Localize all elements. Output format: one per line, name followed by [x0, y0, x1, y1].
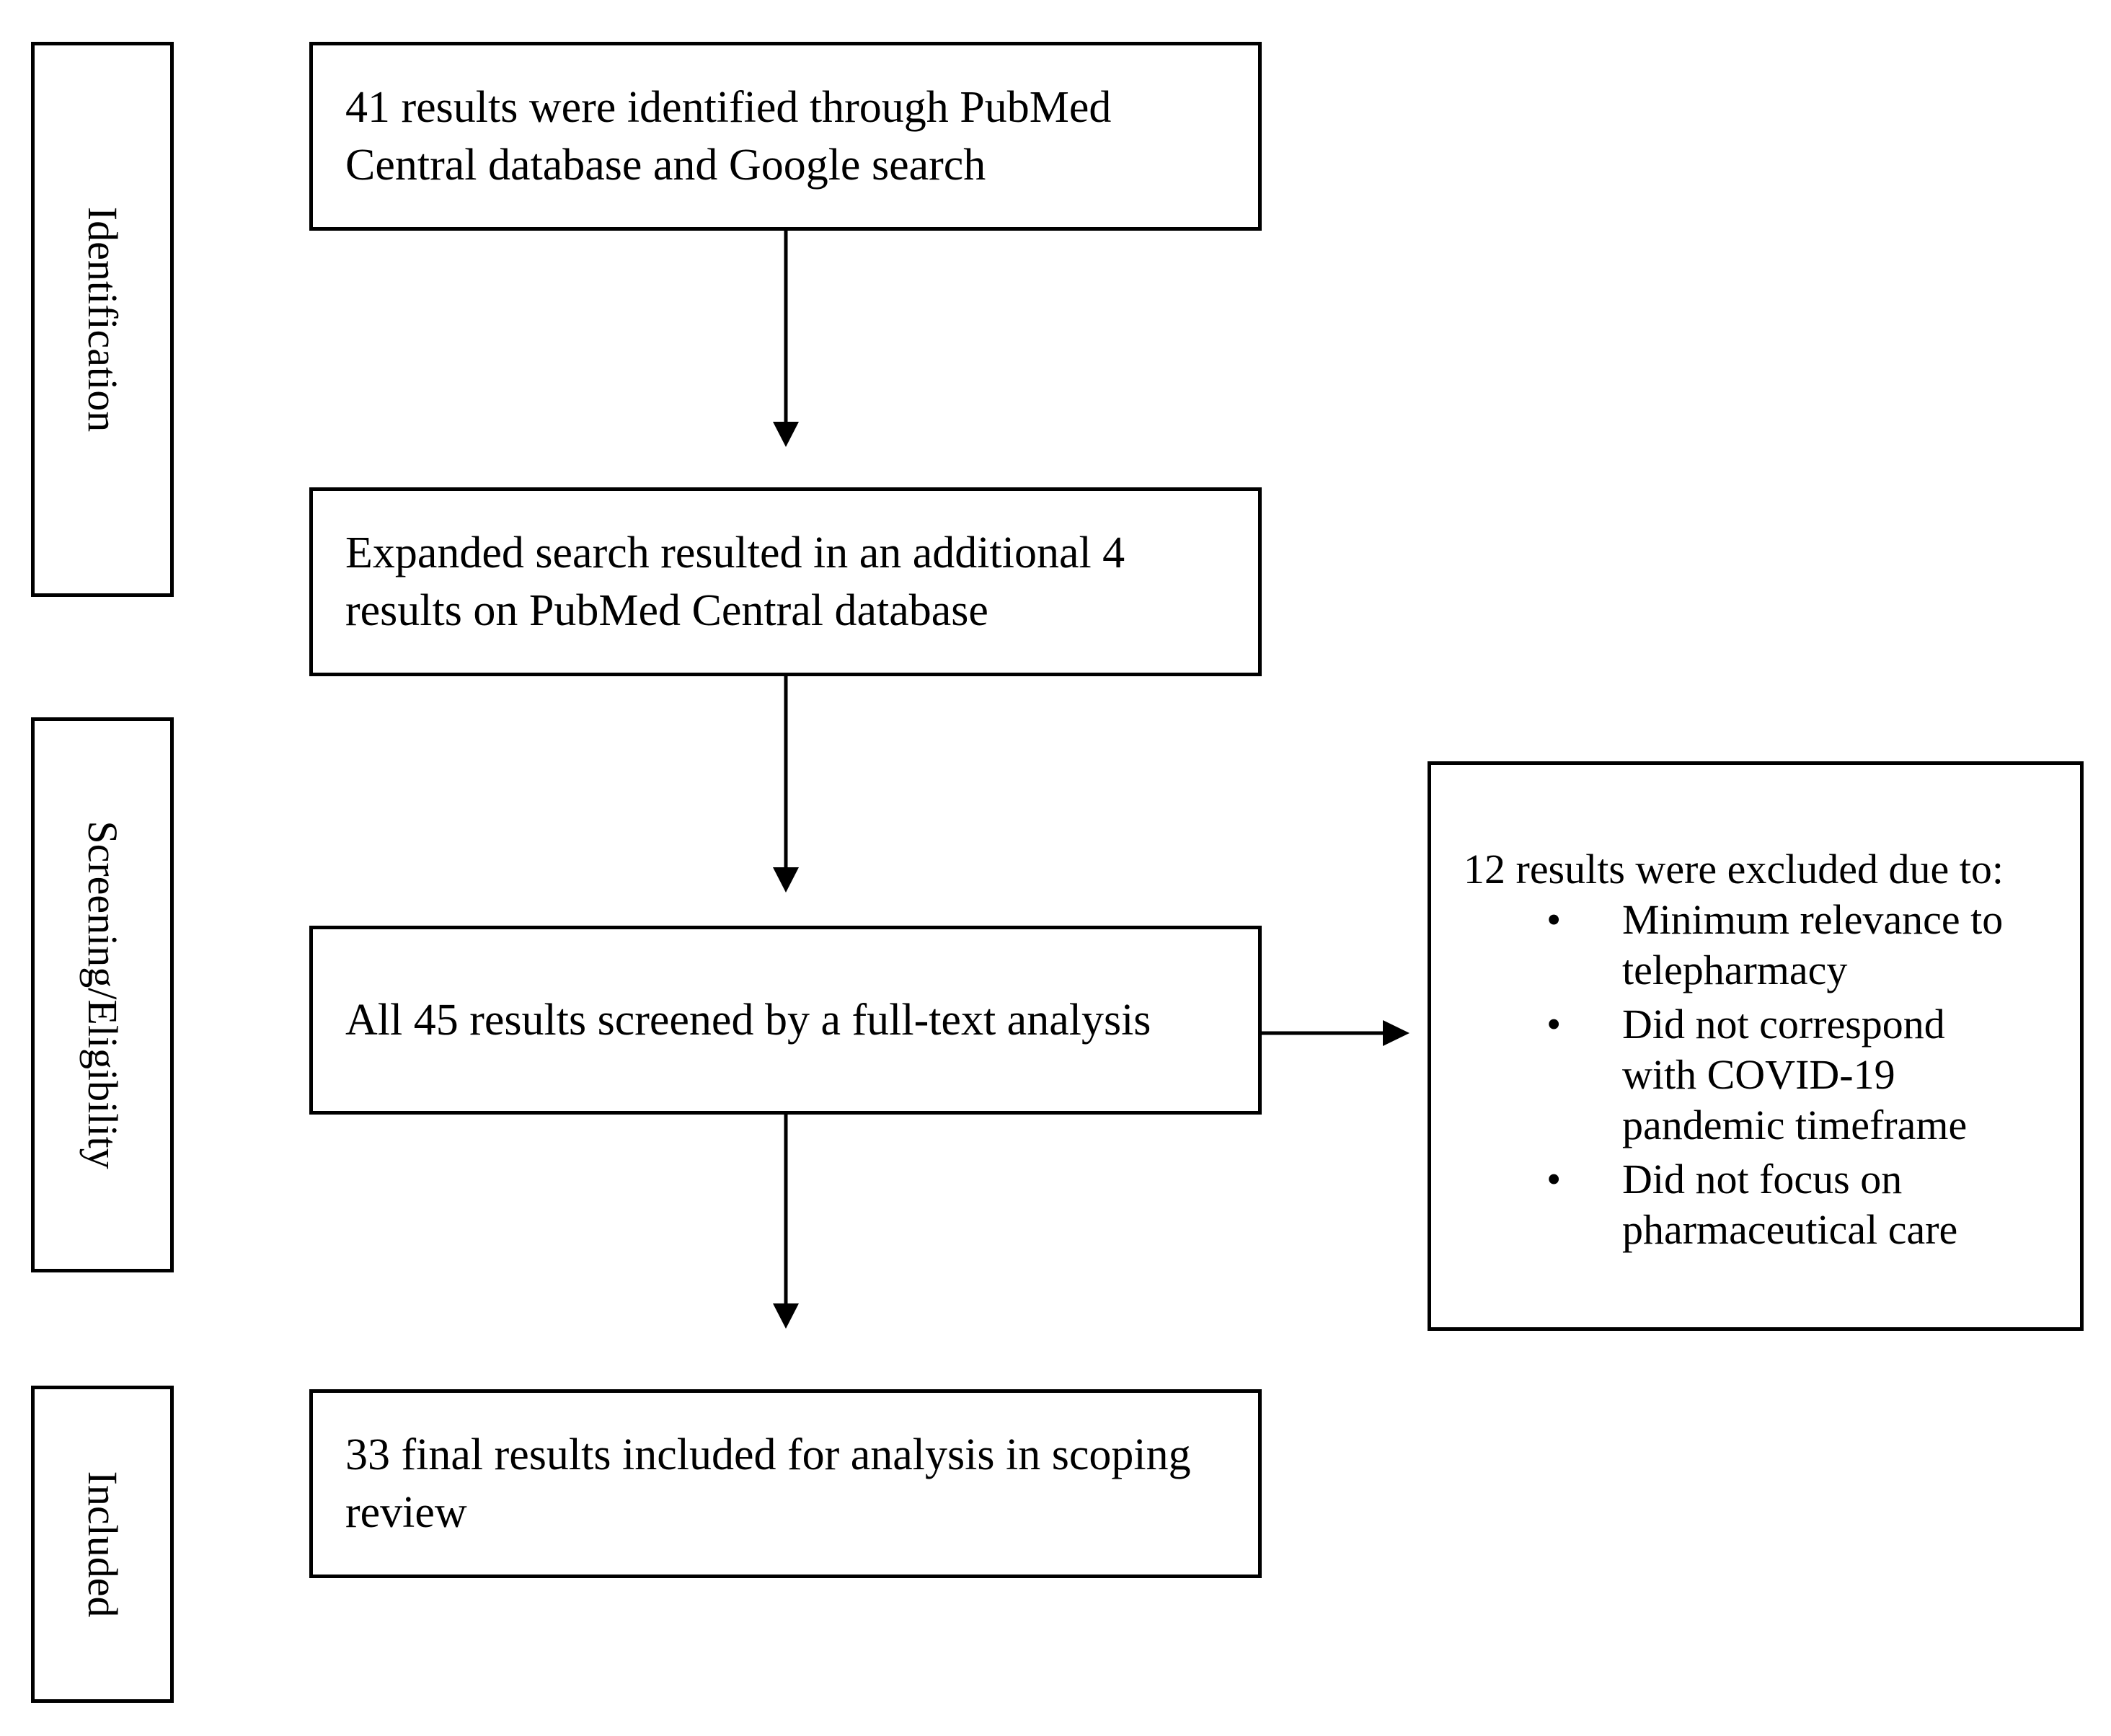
identified-box: 41 results were identified through PubMe… — [309, 42, 1262, 231]
exclusion-reason: • Did not focus on pharmaceutical care — [1431, 1154, 2026, 1255]
stage-screening-box: Screening/Eligibility — [31, 717, 174, 1272]
bullet-icon: • — [1546, 896, 1562, 943]
stage-included-box: Included — [31, 1386, 174, 1703]
bullet-icon: • — [1546, 1001, 1562, 1048]
screened-text: All 45 results screened by a full-text a… — [345, 996, 1151, 1045]
expanded-search-text: Expanded search resulted in an additiona… — [345, 528, 1125, 635]
exclusion-box: 12 results were excluded due to: • Minim… — [1428, 761, 2084, 1331]
identified-text: 41 results were identified through PubMe… — [345, 83, 1112, 190]
exclusion-reason: • Did not correspond with COVID-19 pande… — [1431, 999, 2026, 1151]
screened-box: All 45 results screened by a full-text a… — [309, 926, 1262, 1115]
exclusion-title: 12 results were excluded due to: — [1464, 846, 2004, 893]
exclusion-reason-text: Did not correspond with COVID-19 pandemi… — [1622, 1001, 1968, 1148]
arrow-identified-to-expanded — [773, 231, 799, 447]
arrow-screened-to-exclusion — [1262, 1020, 1409, 1046]
arrow-expanded-to-screened — [773, 676, 799, 893]
exclusion-reason: • Minimum relevance to telepharmacy — [1431, 895, 2026, 996]
bullet-icon: • — [1546, 1156, 1562, 1203]
final-results-text: 33 final results included for analysis i… — [345, 1430, 1191, 1537]
expanded-search-box: Expanded search resulted in an additiona… — [309, 487, 1262, 676]
stage-identification-box: Identification — [31, 42, 174, 597]
final-results-box: 33 final results included for analysis i… — [309, 1389, 1262, 1578]
exclusion-reason-text: Minimum relevance to telepharmacy — [1622, 896, 2004, 993]
arrow-screened-to-final — [773, 1115, 799, 1329]
exclusion-list: • Minimum relevance to telepharmacy • Di… — [1431, 895, 2026, 1259]
exclusion-reason-text: Did not focus on pharmaceutical care — [1622, 1156, 1958, 1253]
